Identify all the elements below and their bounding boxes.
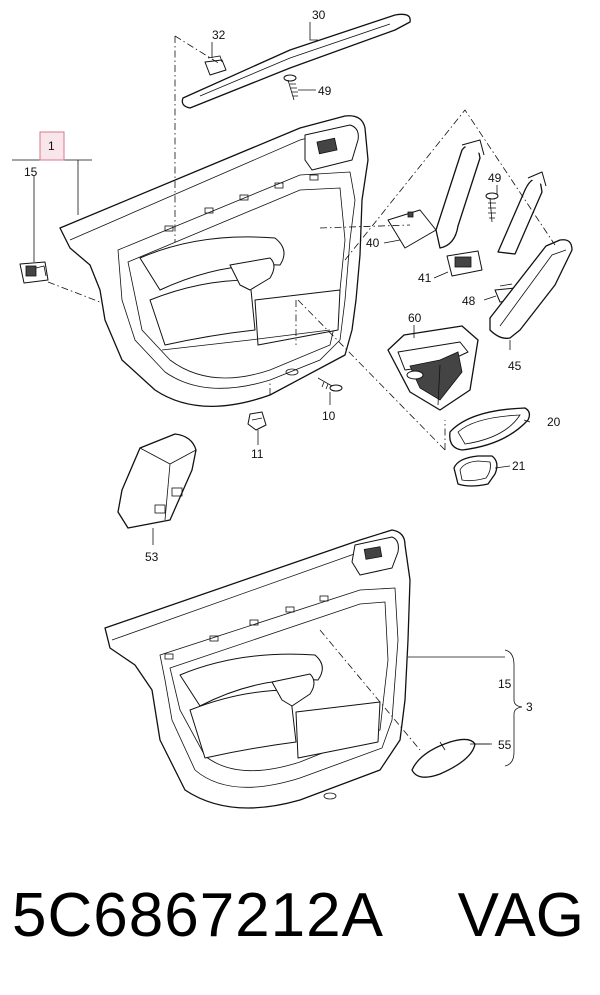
screw-49-right bbox=[485, 192, 499, 223]
door-trim-panel-upper bbox=[59, 115, 369, 407]
callout-1: 1 bbox=[48, 139, 55, 153]
construction-lines bbox=[47, 35, 556, 751]
highlight-box bbox=[39, 131, 65, 161]
clip-11 bbox=[247, 411, 267, 431]
cap-55 bbox=[411, 738, 476, 778]
grab-handle bbox=[435, 139, 547, 255]
parts-diagram: 1 15 30 32 49 49 40 41 48 45 60 20 21 10… bbox=[12, 8, 573, 809]
callout-40: 40 bbox=[366, 236, 380, 250]
callout-55: 55 bbox=[498, 738, 512, 752]
callout-labels: 1 15 30 32 49 49 40 41 48 45 60 20 21 10… bbox=[24, 8, 561, 752]
switch-41 bbox=[446, 250, 483, 277]
storage-compartment-60 bbox=[387, 325, 479, 411]
callout-10: 10 bbox=[322, 409, 336, 423]
callout-49-top: 49 bbox=[318, 84, 332, 98]
clip-32 bbox=[204, 55, 227, 76]
callout-11: 11 bbox=[251, 447, 264, 461]
screw-10 bbox=[317, 377, 343, 392]
callout-20: 20 bbox=[547, 415, 561, 429]
bracket-40 bbox=[387, 209, 437, 249]
callout-15-lower: 15 bbox=[498, 677, 512, 691]
callout-60: 60 bbox=[408, 311, 422, 325]
trim-20 bbox=[449, 407, 531, 451]
callout-45: 45 bbox=[508, 359, 522, 373]
callout-32: 32 bbox=[212, 28, 226, 42]
part-number: 5C6867212A bbox=[12, 881, 384, 950]
handle-trim-45 bbox=[489, 239, 573, 339]
clip-15 bbox=[19, 261, 49, 284]
block-53 bbox=[117, 433, 197, 529]
window-strip-30 bbox=[181, 13, 411, 109]
callout-15-upper: 15 bbox=[24, 165, 38, 179]
door-trim-panel-lower bbox=[104, 529, 411, 809]
callout-41: 41 bbox=[418, 271, 432, 285]
trim-21 bbox=[453, 455, 498, 487]
brand-label: VAG bbox=[457, 881, 584, 950]
leader-lines bbox=[12, 22, 531, 767]
callout-3: 3 bbox=[526, 700, 533, 714]
callout-48: 48 bbox=[462, 294, 476, 308]
callout-21: 21 bbox=[512, 459, 526, 473]
callout-53: 53 bbox=[145, 550, 159, 564]
screw-49-top bbox=[283, 74, 298, 101]
callout-30: 30 bbox=[312, 8, 326, 22]
callout-49-right: 49 bbox=[488, 171, 502, 185]
